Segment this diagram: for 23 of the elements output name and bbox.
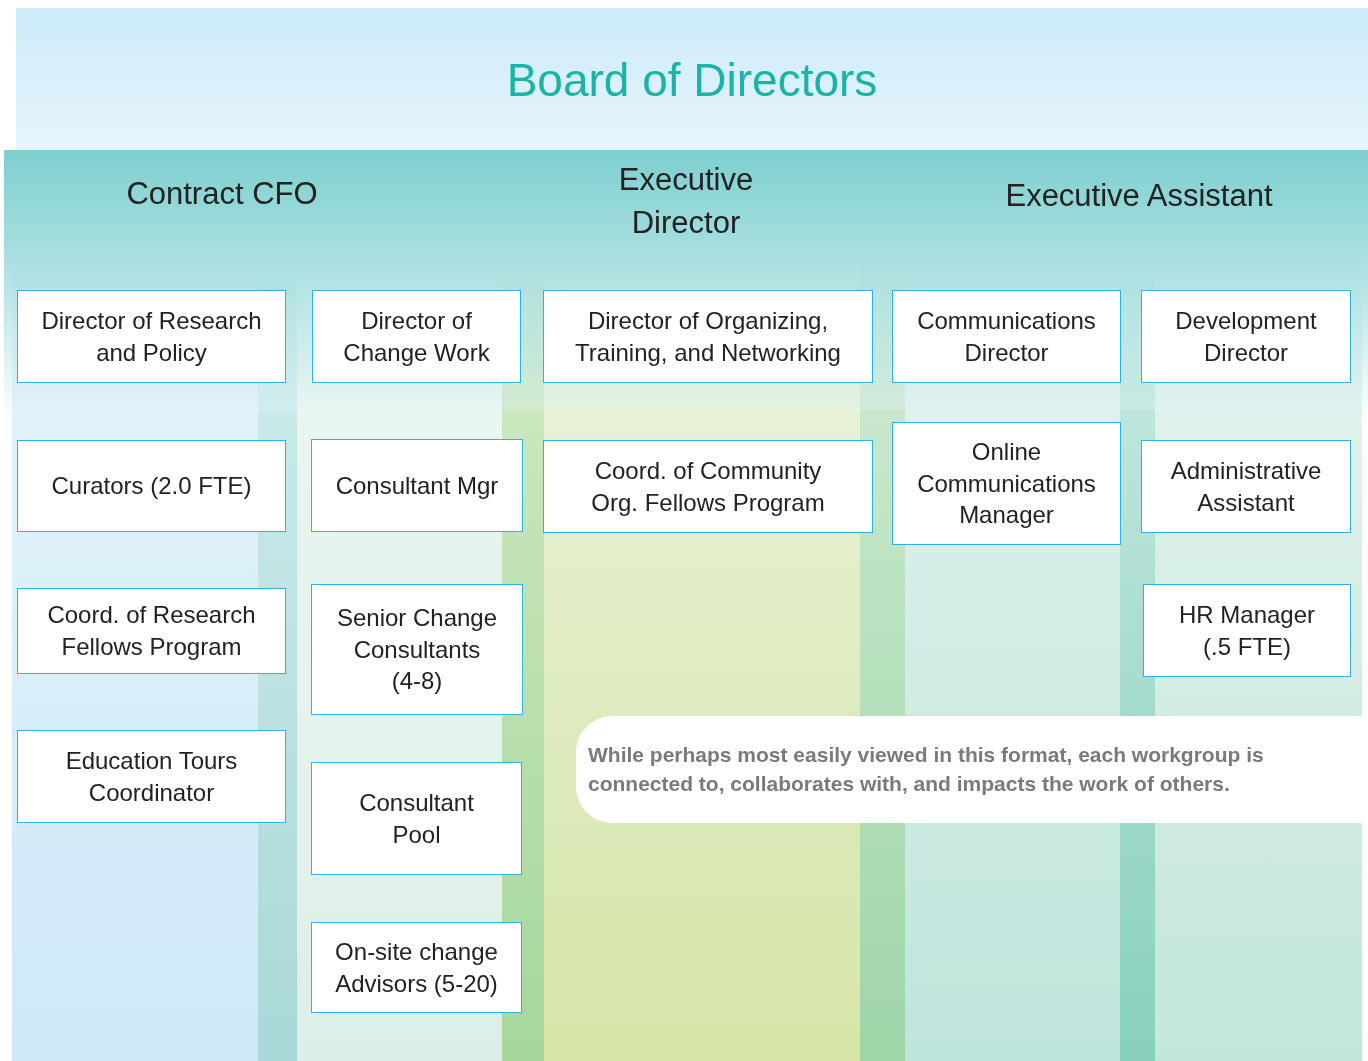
- position-box: Senior Change Consultants (4-8): [311, 584, 523, 715]
- position-box: Consultant Pool: [311, 762, 522, 875]
- position-box: On-site change Advisors (5-20): [311, 922, 522, 1013]
- position-box: Administrative Assistant: [1141, 440, 1351, 533]
- header-band: [4, 150, 1368, 258]
- role-title: Executive Director: [617, 161, 755, 243]
- note-text: While perhaps most easily viewed in this format, each workgroup is connected to, collaborates with, and impacts the work of others.: [588, 742, 1265, 797]
- title-band: [16, 8, 1368, 152]
- position-box: Director of Change Work: [312, 290, 521, 383]
- position-box: Director of Organizing, Training, and Networking: [543, 290, 873, 383]
- position-box: Curators (2.0 FTE): [17, 440, 286, 532]
- position-box: Development Director: [1141, 290, 1351, 383]
- position-box: Communications Director: [892, 290, 1121, 383]
- position-box: Director of Research and Policy: [17, 290, 286, 383]
- position-box: Coord. of Community Org. Fellows Program: [543, 440, 873, 533]
- position-box: Consultant Mgr: [311, 439, 523, 532]
- role-title: Contract CFO: [125, 175, 319, 213]
- position-box: HR Manager (.5 FTE): [1143, 584, 1351, 677]
- position-box: Coord. of Research Fellows Program: [17, 588, 286, 674]
- position-box: Online Communications Manager: [892, 422, 1121, 545]
- position-box: Education Tours Coordinator: [17, 730, 286, 823]
- role-title: Executive Assistant: [1004, 177, 1274, 215]
- band-title: Board of Directors: [506, 53, 878, 107]
